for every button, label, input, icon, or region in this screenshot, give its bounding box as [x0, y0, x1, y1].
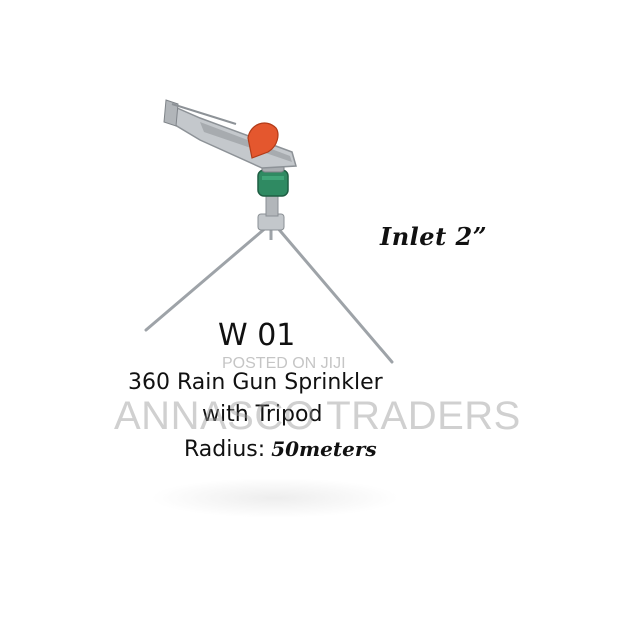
radius-value: 50meters: [271, 437, 377, 461]
orange-lever: [247, 122, 279, 159]
tripod-leg-left: [144, 224, 270, 332]
green-coupling: [257, 169, 289, 197]
product-title-line-2: with Tripod: [202, 402, 323, 427]
inlet-size-label: Inlet 2”: [380, 222, 488, 251]
radius-spec: Radius:50meters: [184, 437, 377, 462]
model-number: W 01: [218, 318, 296, 353]
floor-shadow: [150, 478, 400, 518]
watermark-posted: POSTED ON JIJI: [222, 355, 346, 372]
radius-label: Radius:: [184, 437, 266, 462]
product-title-line-1: 360 Rain Gun Sprinkler: [128, 370, 383, 395]
nozzle-tip: [163, 99, 179, 127]
watermark-seller: ANNASCO TRADERS: [114, 394, 521, 438]
tripod-leg-right: [274, 224, 394, 364]
